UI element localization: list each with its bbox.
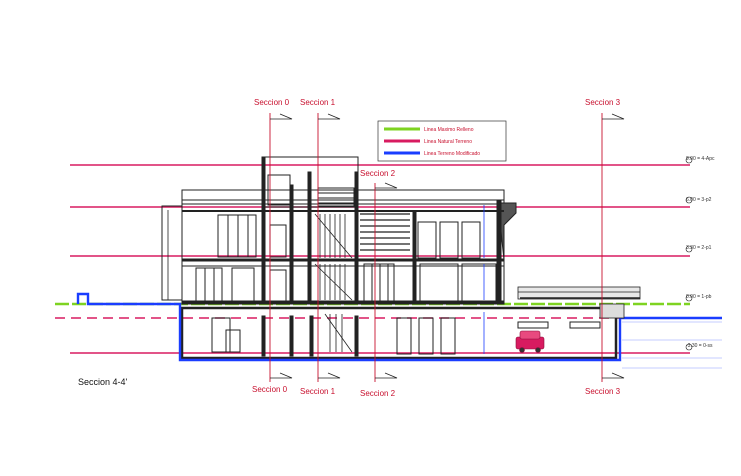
door-upper-4 xyxy=(439,221,459,259)
roof-door xyxy=(267,174,291,206)
basement-door-3 xyxy=(418,317,434,355)
soil-hatch xyxy=(622,321,722,369)
level-label-apc: 9.00 = 4-Apc xyxy=(686,156,715,162)
door-upper-3 xyxy=(417,221,437,259)
door-upper-5 xyxy=(461,221,481,259)
basement-door-2 xyxy=(396,317,412,355)
louvre-panel xyxy=(360,213,410,251)
section-label-top-3: Seccion 3 xyxy=(585,98,621,107)
door-middle-2 xyxy=(231,267,255,302)
section-flag-icon xyxy=(270,113,625,189)
section-label-bottom-2: Seccion 2 xyxy=(360,389,396,398)
modified-terrain-line xyxy=(76,292,722,362)
staircase-middle xyxy=(314,263,353,301)
basement-vent-1 xyxy=(517,321,549,329)
door-upper-2 xyxy=(269,224,287,258)
door-middle-1 xyxy=(195,267,223,302)
section-flag-icon xyxy=(270,372,625,379)
level-label-pb: 0.00 = 1-pb xyxy=(686,294,712,300)
drawing-title: Seccion 4-4' xyxy=(78,377,128,387)
cantilever-roof xyxy=(497,202,517,261)
level-label-p2: 6.00 = 3-p2 xyxy=(686,197,712,203)
door-upper-1 xyxy=(217,214,257,258)
legend-label-natural: Linea Natural Terreno xyxy=(424,139,472,145)
site-terrace xyxy=(517,286,641,319)
section-label-top-2: Seccion 2 xyxy=(360,169,396,178)
legend-label-relleno: Linea Maximo Relleno xyxy=(424,127,474,133)
basement-vent-2 xyxy=(569,321,601,329)
basement-outline xyxy=(180,306,618,360)
basement-stair xyxy=(324,313,353,353)
level-datum-icon xyxy=(685,156,693,351)
window-middle-2 xyxy=(461,263,497,302)
section-label-bottom-3: Seccion 3 xyxy=(585,387,621,396)
car-icon xyxy=(515,330,545,353)
section-cut-lines xyxy=(269,113,603,382)
legend-label-modificado: Linea Terreno Modificado xyxy=(424,151,480,157)
building-outline xyxy=(181,199,505,305)
section-label-top-0: Seccion 0 xyxy=(254,98,290,107)
basement xyxy=(180,306,618,360)
legend: Linea Maximo Relleno Linea Natural Terre… xyxy=(377,120,507,162)
roof-slab xyxy=(181,189,505,205)
basement-door-4 xyxy=(440,317,456,355)
dimension-marks xyxy=(167,205,485,354)
natural-terrain-lines xyxy=(70,164,690,354)
door-middle-4 xyxy=(363,263,395,302)
section-label-bottom-1: Seccion 1 xyxy=(300,387,336,396)
level-label-ss: -3.30 = 0-ss xyxy=(686,343,713,349)
section-label-top-1: Seccion 1 xyxy=(300,98,336,107)
level-label-p1: 3.30 = 2-p1 xyxy=(686,245,712,251)
building-structure xyxy=(161,156,517,305)
section-label-bottom-0: Seccion 0 xyxy=(252,385,288,394)
window-middle-1 xyxy=(419,263,459,302)
staircase-upper xyxy=(314,213,353,259)
basement-fixture xyxy=(225,329,241,353)
basement-door-1 xyxy=(211,317,231,353)
door-middle-3 xyxy=(269,269,287,302)
left-parapet xyxy=(161,205,183,301)
